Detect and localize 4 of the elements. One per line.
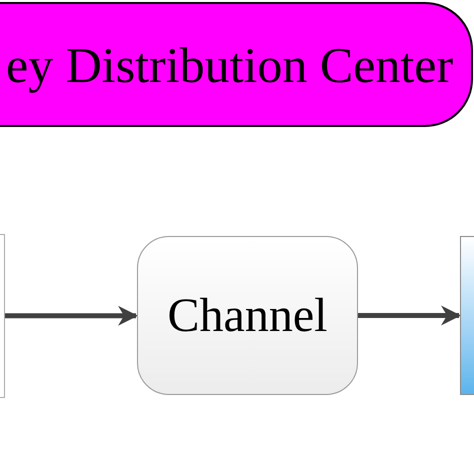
arrow	[5, 306, 138, 326]
rounded-process-box: Channel	[137, 236, 358, 395]
rounded-banner: ey Distribution Center	[0, 2, 473, 127]
arrow	[358, 306, 461, 326]
